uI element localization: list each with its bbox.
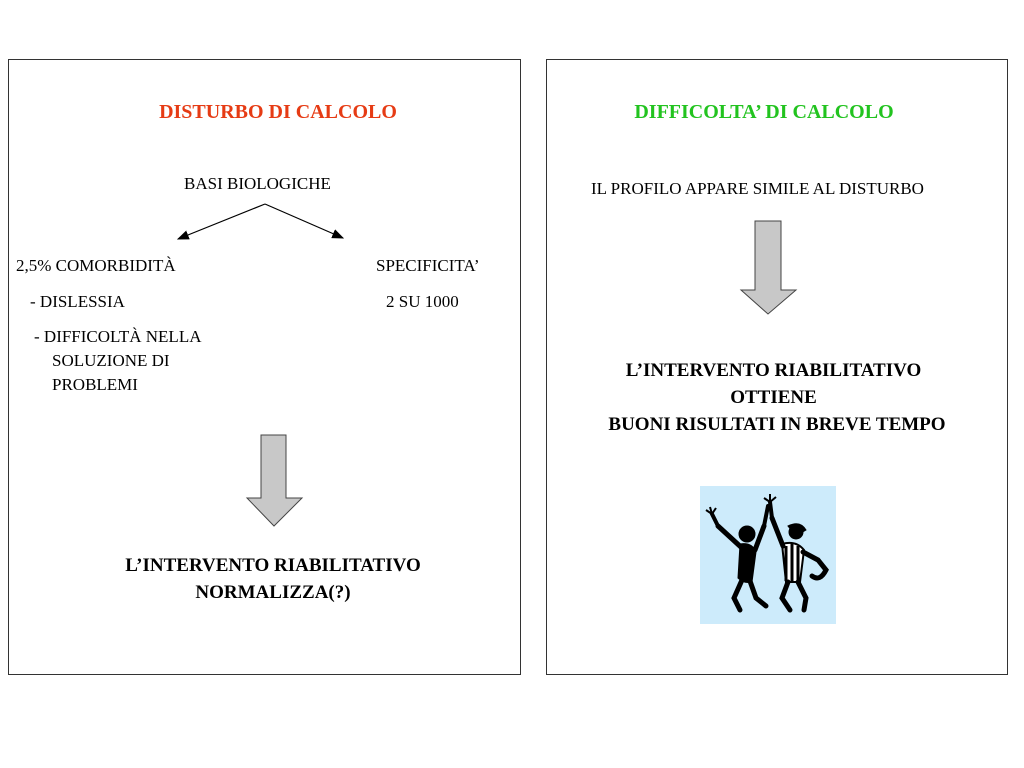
- arrow-to-comorbidita: [176, 203, 266, 240]
- item-dislessia: - DISLESSIA: [30, 292, 125, 311]
- specificita-value: 2 SU 1000: [386, 292, 459, 311]
- panel-disturbo: [8, 59, 521, 675]
- result-right-line3: BUONI RISULTATI IN BREVE TEMPO: [608, 414, 946, 435]
- down-arrow-left: [245, 434, 304, 527]
- title-disturbo: DISTURBO DI CALCOLO: [159, 101, 397, 123]
- result-right-line1: L’INTERVENTO RIABILITATIVO: [625, 360, 922, 381]
- statement-profilo: IL PROFILO APPARE SIMILE AL DISTURBO: [591, 179, 924, 198]
- root-node-basi-biologiche: BASI BIOLOGICHE: [184, 174, 331, 193]
- arrow-to-specificita: [264, 203, 345, 239]
- result-left-line2: NORMALIZZA(?): [195, 582, 351, 603]
- item-difficolta-line2: SOLUZIONE DI: [52, 351, 170, 370]
- two-dancing-figures-icon: [700, 486, 836, 624]
- branch-specificita: SPECIFICITA’: [376, 256, 480, 275]
- branch-comorbidita: 2,5% COMORBIDITÀ: [16, 256, 176, 275]
- result-right-line2: OTTIENE: [730, 387, 817, 408]
- item-difficolta-line3: PROBLEMI: [52, 375, 138, 394]
- result-left-line1: L’INTERVENTO RIABILITATIVO: [125, 555, 421, 576]
- item-difficolta-line1: - DIFFICOLTÀ NELLA: [34, 327, 202, 346]
- down-arrow-right: [739, 220, 798, 315]
- panel-difficolta: [546, 59, 1008, 675]
- title-difficolta: DIFFICOLTA’ DI CALCOLO: [634, 101, 894, 123]
